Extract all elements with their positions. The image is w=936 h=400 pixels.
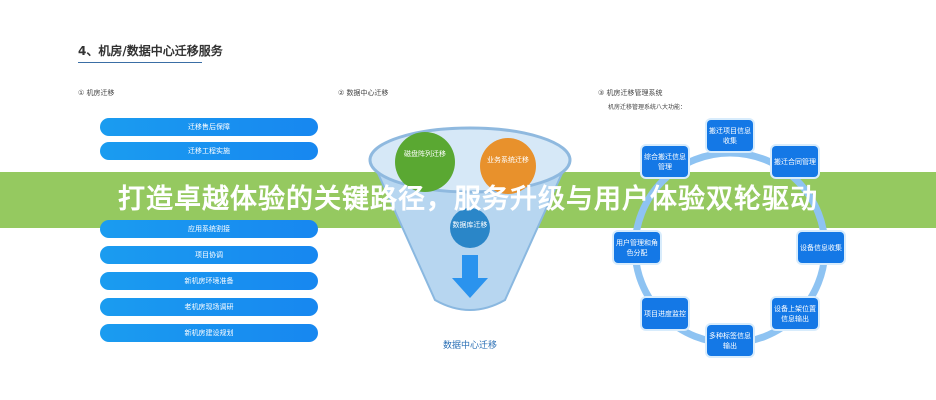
circle-label: 业务系统迁移: [487, 156, 529, 164]
step-bar: 迁移工程实施: [100, 142, 318, 160]
step-bar: 应用系统割接: [100, 220, 318, 238]
funnel-caption: 数据中心迁移: [442, 341, 497, 351]
function-node: 用户管理和角色分配: [614, 232, 660, 263]
section-label-mgmt-system: ③ 机房迁移管理系统: [598, 89, 663, 97]
circle-database: [450, 208, 490, 248]
function-node: 搬迁合同管理: [772, 146, 818, 177]
page-heading: 4、机房/数据中心迁移服务: [78, 44, 223, 58]
step-bar: 新机房建设规划: [100, 324, 318, 342]
function-node: 综合搬迁信息管理: [642, 146, 688, 177]
funnel-diagram: [368, 126, 572, 311]
step-bar: 新机房环境准备: [100, 272, 318, 290]
circle-disk-array: [395, 132, 455, 192]
circle-label: 数据库迁移: [452, 221, 488, 229]
function-node: 设备信息收集: [798, 232, 844, 263]
section-subtitle: 机房迁移管理系统八大功能：: [608, 104, 687, 111]
step-bar: 老机房现场调研: [100, 298, 318, 316]
heading-underline: [78, 62, 202, 63]
down-arrow-icon: [452, 255, 488, 298]
function-node: 设备上架位置信息输出: [772, 298, 818, 329]
function-node: 项目进度监控: [642, 298, 688, 329]
circle-label: 磁盘阵列迁移: [404, 150, 446, 158]
banner-headline: 打造卓越体验的关键路径，服务升级与用户体验双轮驱动: [118, 184, 818, 215]
step-bar: 项目协调: [100, 246, 318, 264]
section-label-room-migration: ① 机房迁移: [78, 89, 115, 97]
section-label-dc-migration: ② 数据中心迁移: [338, 89, 389, 97]
function-node: 多种标签信息输出: [707, 325, 753, 356]
function-node: 搬迁项目信息收集: [707, 120, 753, 151]
step-bar: 迁移售后保障: [100, 118, 318, 136]
circle-business-system: [480, 138, 536, 194]
